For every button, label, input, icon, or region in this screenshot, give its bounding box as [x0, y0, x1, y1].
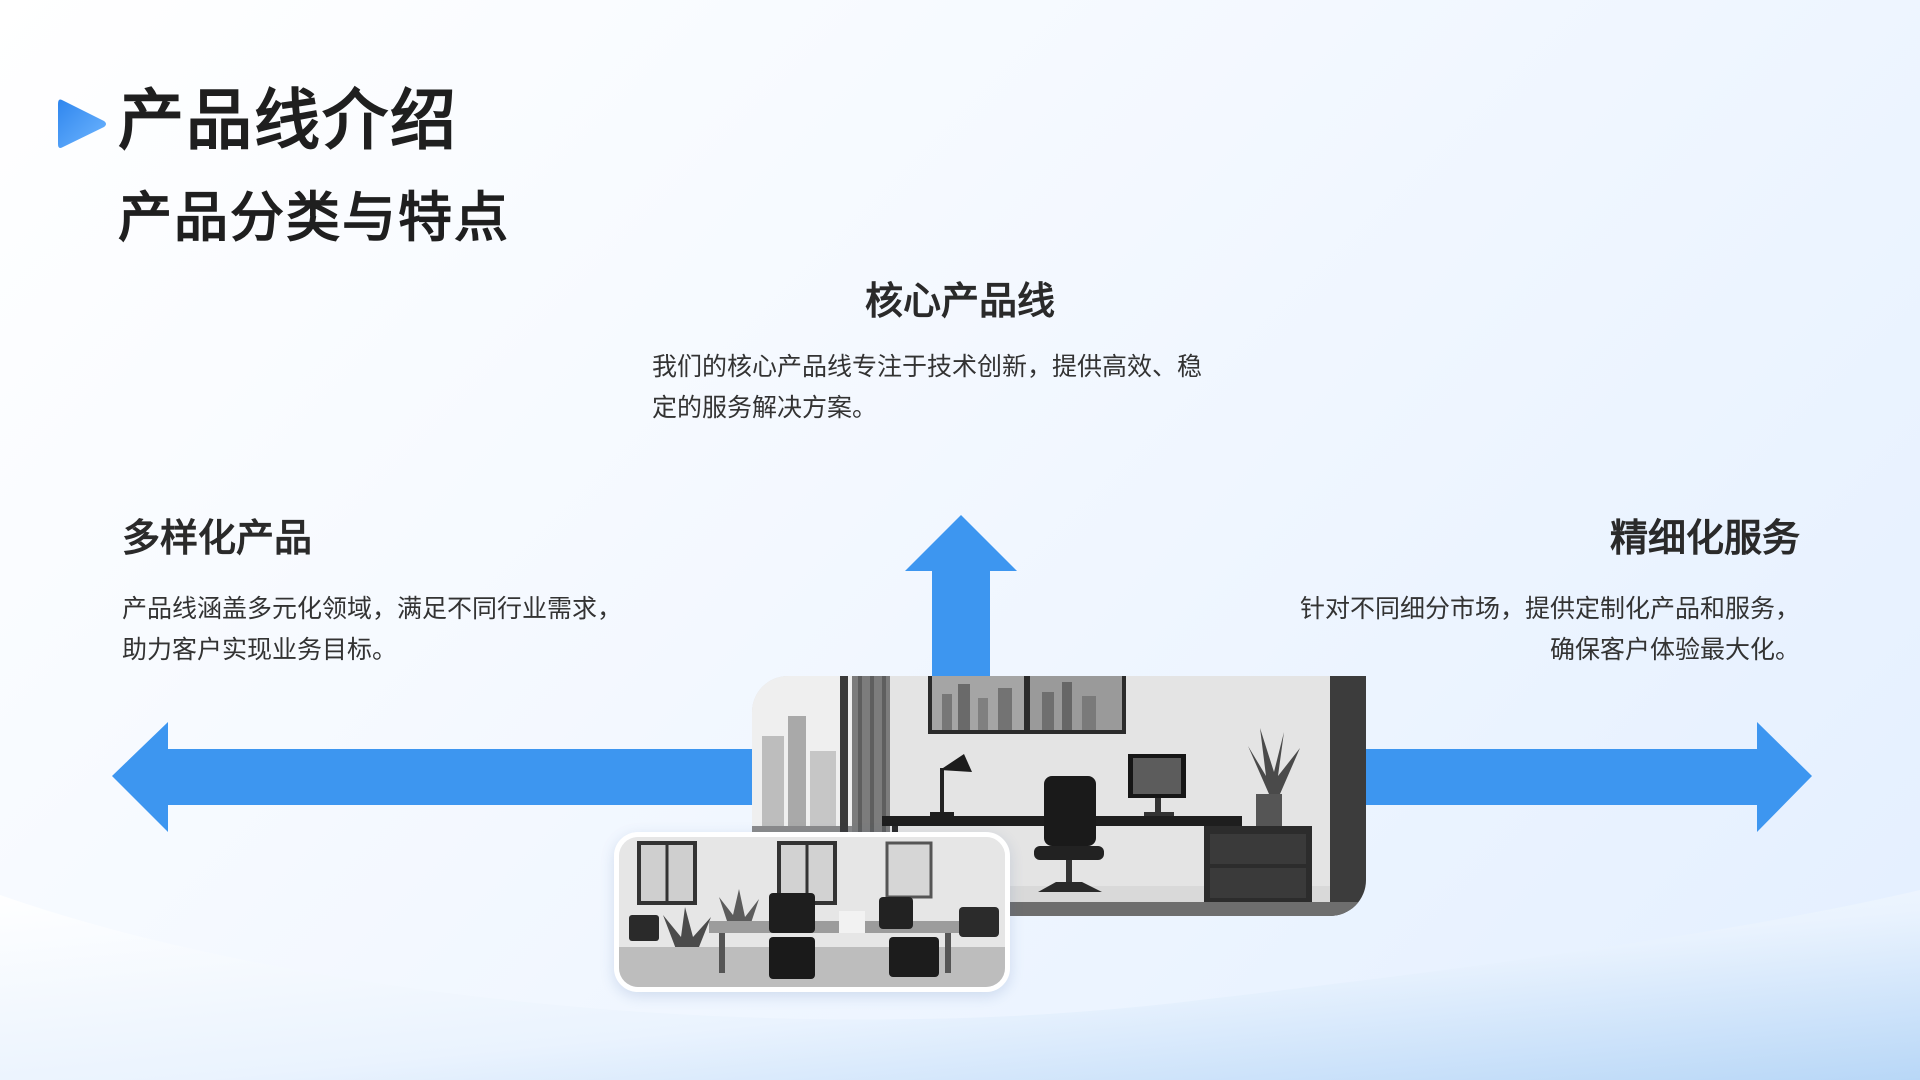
page-subtitle: 产品分类与特点	[118, 186, 510, 249]
right-arrow-icon	[1360, 722, 1812, 832]
refined-service-heading: 精细化服务	[1609, 516, 1800, 560]
refined-service-description: 针对不同细分市场，提供定制化产品和服务， 确保客户体验最大化。	[1160, 588, 1800, 670]
core-product-heading: 核心产品线	[864, 279, 1055, 323]
left-desc-line-2: 助力客户实现业务目标。	[122, 635, 398, 664]
left-desc-line-1: 产品线涵盖多元化领域，满足不同行业需求，	[122, 594, 623, 623]
office-meeting-room-photo	[614, 832, 1010, 992]
right-desc-line-2: 确保客户体验最大化。	[1549, 635, 1800, 664]
page-title: 产品线介绍	[118, 82, 458, 159]
core-product-description: 我们的核心产品线专注于技术创新，提供高效、稳 定的服务解决方案。	[652, 346, 1282, 428]
diverse-products-heading: 多样化产品	[122, 516, 313, 560]
core-desc-line-2: 定的服务解决方案。	[652, 393, 878, 422]
play-triangle-icon	[58, 99, 106, 148]
diverse-products-description: 产品线涵盖多元化领域，满足不同行业需求， 助力客户实现业务目标。	[122, 588, 762, 670]
core-desc-line-1: 我们的核心产品线专注于技术创新，提供高效、稳	[652, 352, 1203, 381]
left-arrow-icon	[112, 722, 760, 832]
up-arrow-icon	[905, 515, 1017, 676]
right-desc-line-1: 针对不同细分市场，提供定制化产品和服务，	[1299, 594, 1800, 623]
